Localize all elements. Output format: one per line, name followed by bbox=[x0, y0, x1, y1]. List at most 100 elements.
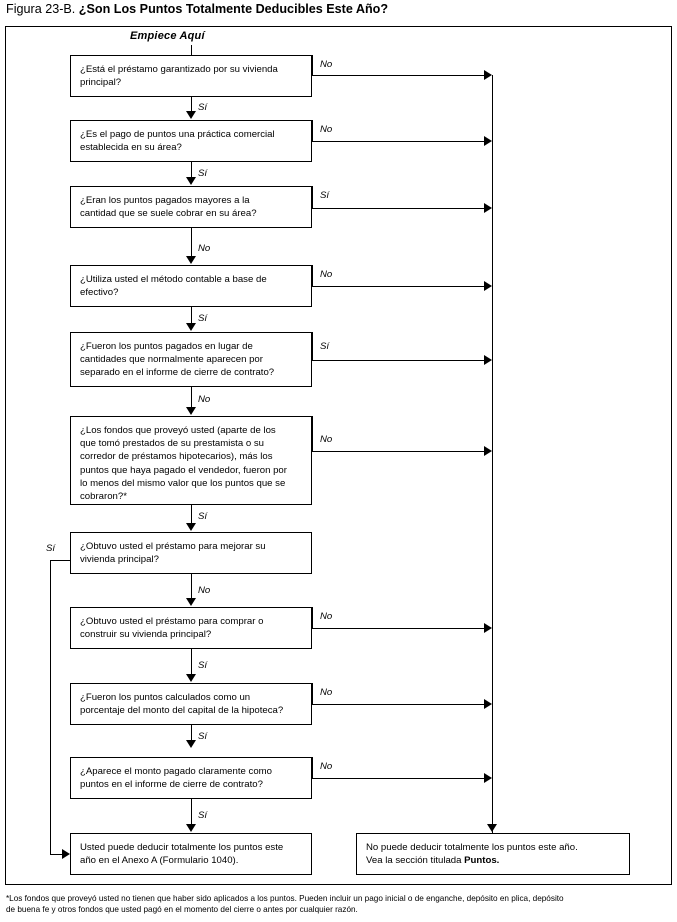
figure-footnote: *Los fondos que proveyó usted no tienen … bbox=[6, 893, 672, 916]
connector-q9-no-stub bbox=[312, 683, 313, 705]
node-q5[interactable]: ¿Fueron los puntos pagados en lugar de c… bbox=[70, 332, 312, 387]
arrowhead-q7-yes bbox=[62, 848, 70, 859]
nfd-bold-puntos: Puntos. bbox=[464, 855, 500, 867]
node-q3[interactable]: ¿Eran los puntos pagados mayores a la ca… bbox=[70, 186, 312, 228]
edge-label-q10-no: No bbox=[320, 761, 333, 772]
connector-q1-q2 bbox=[191, 97, 192, 113]
connector-q4-q5 bbox=[191, 307, 192, 324]
connector-q6-no bbox=[312, 451, 484, 452]
node-q1-line-1: principal? bbox=[80, 77, 122, 89]
node-q9-line-1: porcentaje del monto del capital de la h… bbox=[80, 705, 284, 717]
node-not-fully-deductible-line-0: No puede deducir totalmente los puntos e… bbox=[366, 842, 578, 853]
arrowhead-q2-q3 bbox=[185, 177, 196, 185]
connector-q10-deductible bbox=[191, 799, 192, 824]
node-q7-line-0: ¿Obtuvo usted el préstamo para mejorar s… bbox=[80, 541, 266, 552]
arrowhead-q6-q7 bbox=[185, 523, 196, 531]
figure-title: Figura 23-B. ¿Son Los Puntos Totalmente … bbox=[6, 1, 666, 19]
node-q10[interactable]: ¿Aparece el monto pagado claramente como… bbox=[70, 757, 312, 799]
node-q2[interactable]: ¿Es el pago de puntos una práctica comer… bbox=[70, 120, 312, 162]
connector-q8-no-stub bbox=[312, 607, 313, 629]
connector-start-to-q1 bbox=[191, 45, 192, 55]
node-q1[interactable]: ¿Está el préstamo garantizado por su viv… bbox=[70, 55, 312, 97]
connector-q1-no-stub bbox=[312, 55, 313, 76]
connector-q9-no bbox=[312, 704, 484, 705]
arrowhead-q9-no bbox=[484, 698, 492, 709]
edge-label-q2-no: No bbox=[320, 124, 333, 135]
arrowhead-q10-no bbox=[484, 772, 492, 783]
edge-label-q9-yes: Sí bbox=[198, 731, 208, 742]
connector-q3-q4 bbox=[191, 228, 192, 257]
node-q5-line-0: ¿Fueron los puntos pagados en lugar de bbox=[80, 341, 253, 352]
connector-q7-yes-bottom bbox=[50, 854, 62, 855]
edge-label-q7-no: No bbox=[198, 585, 211, 596]
edge-label-q5-yes: Sí bbox=[320, 341, 330, 352]
arrowhead-q1-q2 bbox=[185, 111, 196, 119]
connector-q5-yes bbox=[312, 360, 484, 361]
arrowhead-q4-q5 bbox=[185, 323, 196, 331]
connector-q1-no bbox=[312, 75, 484, 76]
edge-label-q9-no: No bbox=[320, 687, 333, 698]
node-q4-line-0: ¿Utiliza usted el método contable a base… bbox=[80, 274, 267, 285]
node-q7-line-1: vivienda principal? bbox=[80, 554, 159, 566]
node-fully-deductible[interactable]: Usted puede deducir totalmente los punto… bbox=[70, 833, 312, 875]
edge-label-q3-yes: Sí bbox=[320, 190, 330, 201]
arrowhead-q4-no bbox=[484, 280, 492, 291]
figure-title-text: ¿Son Los Puntos Totalmente Deducibles Es… bbox=[78, 2, 389, 16]
edge-label-q2-yes: Sí bbox=[198, 168, 208, 179]
connector-q7-yes-top bbox=[50, 560, 71, 561]
arrowhead-q5-yes bbox=[484, 354, 492, 365]
node-q8-line-1: construir su vivienda principal? bbox=[80, 629, 212, 641]
connector-q7-q8 bbox=[191, 574, 192, 598]
node-q3-line-0: ¿Eran los puntos pagados mayores a la bbox=[80, 195, 250, 206]
arrowhead-q8-no bbox=[484, 622, 492, 633]
node-q9-line-0: ¿Fueron los puntos calculados como un bbox=[80, 692, 251, 703]
edge-label-q6-yes: Sí bbox=[198, 511, 208, 522]
node-q6-line-5: cobraron?* bbox=[80, 491, 127, 503]
connector-q3-yes-stub bbox=[312, 186, 313, 209]
connector-q6-q7 bbox=[191, 505, 192, 524]
node-q3-line-1: cantidad que se suele cobrar en su área? bbox=[80, 208, 257, 220]
node-q5-line-2: separado en el informe de cierre de cont… bbox=[80, 367, 275, 379]
edge-label-q4-yes: Sí bbox=[198, 313, 208, 324]
arrowhead-q5-q6 bbox=[185, 407, 196, 415]
node-not-fully-deductible[interactable]: No puede deducir totalmente los puntos e… bbox=[356, 833, 630, 875]
node-not-fully-deductible-line-1: Vea la sección titulada Puntos. bbox=[366, 854, 629, 867]
node-q2-line-1: establecida en su área? bbox=[80, 142, 182, 154]
node-q9[interactable]: ¿Fueron los puntos calculados como un po… bbox=[70, 683, 312, 725]
arrowhead-q7-q8 bbox=[185, 598, 196, 606]
connector-q8-q9 bbox=[191, 649, 192, 674]
node-q10-line-1: puntos en el informe de cierre de contra… bbox=[80, 779, 263, 791]
connector-q2-no-stub bbox=[312, 120, 313, 142]
node-q6-line-1: que tomó prestados de su prestamista o s… bbox=[80, 438, 264, 450]
connector-q5-q6 bbox=[191, 387, 192, 408]
node-q8-line-0: ¿Obtuvo usted el préstamo para comprar o bbox=[80, 616, 264, 627]
node-q6-line-4: lo menos del mismo valor que los puntos … bbox=[80, 477, 286, 489]
edge-label-q8-yes: Sí bbox=[198, 660, 208, 671]
arrowhead-q6-no bbox=[484, 445, 492, 456]
figure-number: Figura 23-B. bbox=[6, 2, 76, 16]
node-fully-deductible-line-0: Usted puede deducir totalmente los punto… bbox=[80, 842, 284, 853]
arrowhead-q9-q10 bbox=[185, 740, 196, 748]
connector-q10-no-stub bbox=[312, 757, 313, 779]
node-q8[interactable]: ¿Obtuvo usted el préstamo para comprar o… bbox=[70, 607, 312, 649]
node-q4-line-1: efectivo? bbox=[80, 287, 119, 299]
connector-q6-no-stub bbox=[312, 416, 313, 452]
arrowhead-q8-q9 bbox=[185, 674, 196, 682]
edge-label-q3-no: No bbox=[198, 243, 211, 254]
connector-q5-yes-stub bbox=[312, 332, 313, 361]
edge-label-q4-no: No bbox=[320, 269, 333, 280]
footnote-line-0: *Los fondos que proveyó usted no tienen … bbox=[6, 894, 564, 903]
node-q6-line-0: ¿Los fondos que proveyó usted (aparte de… bbox=[80, 425, 276, 436]
edge-label-q8-no: No bbox=[320, 611, 333, 622]
node-q6[interactable]: ¿Los fondos que proveyó usted (aparte de… bbox=[70, 416, 312, 505]
node-q6-line-3: puntos que haya pagado el vendedor, fuer… bbox=[80, 464, 287, 476]
node-q2-line-0: ¿Es el pago de puntos una práctica comer… bbox=[80, 129, 275, 140]
right-collector-spine bbox=[492, 75, 493, 833]
node-q6-line-2: corredor de préstamos hipotecarios), más… bbox=[80, 451, 273, 463]
node-q4[interactable]: ¿Utiliza usted el método contable a base… bbox=[70, 265, 312, 307]
start-here-label: Empiece Aquí bbox=[130, 30, 205, 42]
edge-label-q5-no: No bbox=[198, 394, 211, 405]
footnote-line-1: de buena fe y otros fondos que usted pag… bbox=[6, 905, 358, 915]
connector-q9-q10 bbox=[191, 725, 192, 741]
node-q7[interactable]: ¿Obtuvo usted el préstamo para mejorar s… bbox=[70, 532, 312, 574]
